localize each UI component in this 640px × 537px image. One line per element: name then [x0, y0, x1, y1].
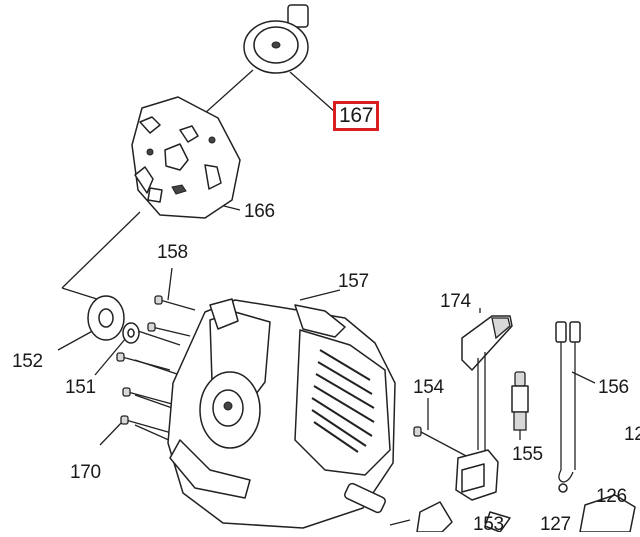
label-174: 174: [440, 291, 471, 312]
label-126: 126: [596, 486, 627, 507]
label-12-partial: 12: [624, 424, 640, 445]
part-157-engine-housing: [167, 298, 396, 529]
part-151-small-washer: [122, 322, 140, 344]
label-154: 154: [413, 377, 444, 398]
label-157: 157: [338, 271, 369, 292]
bolts: [116, 295, 196, 435]
part-126-127: [389, 494, 636, 533]
label-158: 158: [157, 242, 188, 263]
part-166-clutch-plate: [131, 96, 241, 219]
part-167-clutch-drum: [243, 4, 309, 74]
part-154-screw: [413, 426, 471, 459]
leader-lines: [57, 69, 596, 446]
part-156-wire-harness: [555, 321, 581, 493]
label-167-highlighted: 167: [333, 101, 380, 131]
label-151: 151: [65, 377, 96, 398]
label-152: 152: [12, 351, 43, 372]
part-153-ignition-coil: [455, 449, 511, 533]
label-166: 166: [244, 201, 275, 222]
label-127: 127: [540, 514, 571, 535]
label-155: 155: [512, 444, 543, 465]
label-153: 153: [473, 514, 504, 535]
label-170: 170: [70, 462, 101, 483]
label-156: 156: [598, 377, 629, 398]
part-155-spark-plug: [511, 371, 529, 440]
part-152-washer: [87, 295, 125, 341]
part-174-shield: [461, 315, 513, 452]
